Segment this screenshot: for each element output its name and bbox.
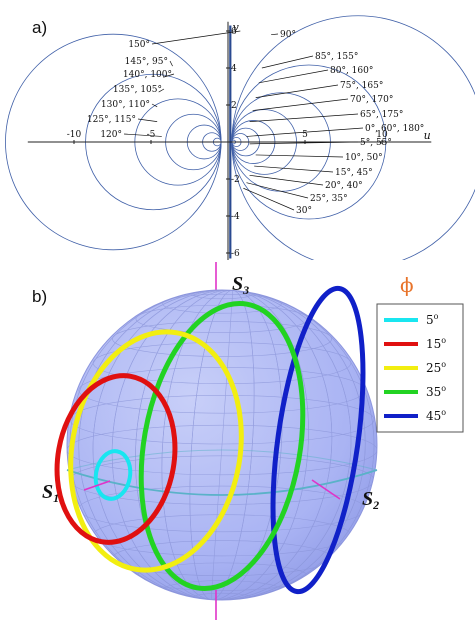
leader-line (249, 141, 359, 145)
s1-axis (83, 480, 111, 491)
legend-label: 35o (426, 384, 446, 399)
x-tick-label: -5 (147, 130, 156, 140)
leader-line (163, 73, 175, 78)
trajectory-35 (138, 301, 306, 591)
y-tick-label: 4 (231, 64, 237, 74)
phi-symbol: ϕ (400, 273, 414, 297)
leader-line (249, 113, 359, 122)
s2-label: S2 (362, 488, 379, 512)
angle-annotation: 150° (128, 40, 150, 50)
plot-axes: -10-5510642-2-4-6uv (27, 21, 432, 260)
leader-line (246, 182, 309, 199)
grid-latitude (112, 321, 332, 357)
leader-line (255, 154, 344, 158)
leader-line (151, 103, 158, 108)
y-tick-label: -6 (231, 249, 240, 259)
s2-axis (311, 479, 341, 500)
legend-label: 25o (426, 360, 446, 375)
leader-line (271, 33, 279, 36)
y-tick-label: 2 (231, 101, 237, 111)
y-tick-label: -4 (231, 212, 240, 222)
angle-annotation: 0°, 60°, 180° (365, 124, 424, 134)
v-axis-label: v (233, 21, 240, 34)
angle-annotation: 90° (280, 30, 296, 40)
angle-annotation: 125°, 115° (87, 115, 136, 125)
x-tick-label: 5 (302, 130, 308, 140)
angle-annotation: 10°, 50° (345, 153, 383, 163)
panel-b-label: b) (32, 287, 48, 306)
leader-line (255, 84, 339, 98)
grid-latitude (162, 293, 282, 314)
angle-annotation: 5°, 55° (360, 138, 392, 148)
legend-label: 45o (426, 408, 446, 423)
angle-annotation: 25°, 35° (310, 194, 348, 204)
angle-annotation: 70°, 170° (350, 95, 393, 105)
legend: 5o 15o 25o 35o 45o (376, 303, 464, 433)
angle-annotation: 30° (296, 206, 312, 216)
u-axis-label: u (424, 129, 431, 142)
trajectory-25 (68, 329, 244, 573)
angle-annotation: 135°, 105° (113, 85, 162, 95)
angle-annotation: 80°, 160° (330, 66, 373, 76)
angle-annotation: 145°, 95° (125, 57, 168, 67)
leader-line (158, 88, 165, 93)
panel-a-label: a) (32, 18, 48, 37)
leader-line (258, 69, 329, 84)
angle-annotation: 130°, 110° (101, 100, 150, 110)
trajectory-15 (54, 373, 178, 545)
legend-label: 5o (426, 312, 439, 327)
trajectory-5 (93, 449, 133, 501)
s3-label: S3 (232, 273, 249, 297)
leader-line (137, 118, 158, 122)
leader-line (246, 127, 364, 137)
panel-a-plot: -10-5510642-2-4-6uv 150°90°145°, 95°140°… (5, 15, 475, 260)
leader-line (261, 55, 314, 69)
grid-latitude (67, 424, 377, 476)
s1-label: S1 (42, 481, 59, 505)
y-tick-label: -2 (231, 175, 240, 185)
legend-label: 15o (426, 336, 446, 351)
angle-annotation: 15°, 45° (335, 168, 373, 178)
leader-line (123, 133, 162, 137)
leader-line (243, 187, 295, 211)
leader-line (252, 98, 349, 111)
equator-back (66, 449, 378, 471)
angle-annotation: 140°, 100° (123, 70, 172, 80)
angle-annotation: 20°, 40° (325, 181, 363, 191)
leader-line (254, 165, 334, 173)
angle-annotation: 120° (100, 130, 122, 140)
angle-annotation: 65°, 175° (360, 110, 403, 120)
trajectories (54, 285, 366, 595)
leader-line (169, 60, 173, 67)
x-tick-label: -10 (67, 130, 82, 140)
leader-line (249, 174, 324, 186)
angle-annotation: 75°, 165° (340, 81, 383, 91)
trajectory-45 (270, 285, 366, 595)
x-tick-label: 10 (376, 130, 388, 140)
leader-line (151, 30, 241, 45)
annotations: 150° 90° 145°, 95° 140°, 100° 135°, 105° 130°… (87, 30, 424, 216)
angle-annotation: 85°, 155° (315, 52, 358, 62)
